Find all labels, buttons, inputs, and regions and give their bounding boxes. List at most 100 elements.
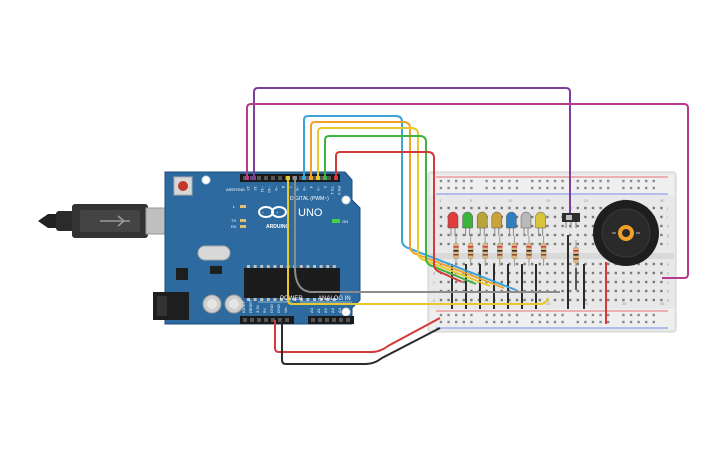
rail-hole[interactable] [629,320,633,324]
breadboard-hole[interactable] [591,242,595,246]
rail-hole[interactable] [599,179,602,183]
breadboard-hole[interactable] [538,280,541,284]
breadboard-hole[interactable] [546,215,549,219]
analog-pin[interactable] [325,318,329,322]
rail-hole[interactable] [439,320,443,324]
rail-hole[interactable] [493,186,496,190]
breadboard-hole[interactable] [629,280,633,284]
rail-hole[interactable] [576,320,579,324]
breadboard-hole[interactable] [553,224,557,228]
breadboard-hole[interactable] [553,262,557,266]
rail-hole[interactable] [584,313,587,317]
breadboard-hole[interactable] [607,262,610,266]
breadboard-hole[interactable] [523,206,526,210]
rail-hole[interactable] [607,313,610,317]
breadboard-hole[interactable] [569,233,572,237]
breadboard-hole[interactable] [515,298,519,302]
rail-hole[interactable] [470,313,473,317]
rail-hole[interactable] [637,186,640,190]
rail-hole[interactable] [485,186,488,190]
breadboard-hole[interactable] [439,224,443,228]
rail-hole[interactable] [493,179,496,183]
rail-hole[interactable] [455,186,458,190]
led-body[interactable] [506,211,517,229]
rail-hole[interactable] [470,179,473,183]
breadboard-hole[interactable] [485,298,488,302]
rail-hole[interactable] [447,320,450,324]
breadboard-hole[interactable] [614,280,617,284]
breadboard-hole[interactable] [462,233,465,237]
breadboard-hole[interactable] [500,271,503,275]
breadboard-hole[interactable] [462,262,465,266]
rail-hole[interactable] [576,313,579,317]
rail-hole[interactable] [538,313,541,317]
breadboard-hole[interactable] [462,280,465,284]
breadboard-hole[interactable] [599,271,602,275]
breadboard-hole[interactable] [607,289,610,293]
analog-pin[interactable] [346,318,350,322]
breadboard-hole[interactable] [599,280,602,284]
rail-hole[interactable] [629,186,633,190]
rail-hole[interactable] [637,320,640,324]
breadboard-hole[interactable] [538,271,541,275]
breadboard-hole[interactable] [576,224,579,228]
analog-pin[interactable] [339,318,343,322]
breadboard-hole[interactable] [576,280,579,284]
rail-hole[interactable] [553,320,557,324]
rail-hole[interactable] [546,313,549,317]
rail-hole[interactable] [500,179,503,183]
breadboard-hole[interactable] [439,206,443,210]
rail-hole[interactable] [584,320,587,324]
rail-hole[interactable] [515,320,519,324]
breadboard-hole[interactable] [447,280,450,284]
breadboard-hole[interactable] [523,262,526,266]
breadboard-hole[interactable] [591,233,595,237]
rail-hole[interactable] [652,313,655,317]
breadboard-hole[interactable] [508,262,511,266]
rail-hole[interactable] [652,186,655,190]
rail-hole[interactable] [576,186,579,190]
power-pin[interactable] [278,318,282,322]
breadboard-hole[interactable] [584,242,587,246]
rail-hole[interactable] [629,313,633,317]
breadboard-hole[interactable] [561,233,564,237]
breadboard-hole[interactable] [485,262,488,266]
rail-hole[interactable] [531,313,534,317]
rail-hole[interactable] [645,313,648,317]
breadboard-hole[interactable] [584,262,587,266]
breadboard-hole[interactable] [477,206,481,210]
rail-hole[interactable] [493,313,496,317]
breadboard-hole[interactable] [614,298,617,302]
breadboard-hole[interactable] [599,262,602,266]
breadboard-hole[interactable] [477,242,481,246]
breadboard-hole[interactable] [508,280,511,284]
analog-pin[interactable] [311,318,315,322]
breadboard-hole[interactable] [515,206,519,210]
breadboard-hole[interactable] [637,289,640,293]
rail-hole[interactable] [553,313,557,317]
breadboard-hole[interactable] [531,206,534,210]
breadboard-hole[interactable] [523,271,526,275]
breadboard-hole[interactable] [584,233,587,237]
rail-hole[interactable] [508,179,511,183]
rail-hole[interactable] [508,313,511,317]
resistor[interactable] [497,236,503,266]
breadboard-hole[interactable] [652,289,655,293]
breadboard-hole[interactable] [531,280,534,284]
breadboard-hole[interactable] [569,262,572,266]
breadboard-hole[interactable] [485,206,488,210]
breadboard-hole[interactable] [607,271,610,275]
breadboard-hole[interactable] [569,271,572,275]
breadboard-hole[interactable] [561,280,564,284]
analog-pin[interactable] [332,318,336,322]
breadboard-hole[interactable] [561,206,564,210]
rail-hole[interactable] [538,186,541,190]
header-pin[interactable] [327,176,331,180]
breadboard-hole[interactable] [660,215,663,219]
breadboard-hole[interactable] [538,242,541,246]
breadboard-hole[interactable] [546,262,549,266]
breadboard-hole[interactable] [515,224,519,228]
header-pin[interactable] [320,176,324,180]
breadboard-hole[interactable] [561,289,564,293]
breadboard-hole[interactable] [584,298,587,302]
